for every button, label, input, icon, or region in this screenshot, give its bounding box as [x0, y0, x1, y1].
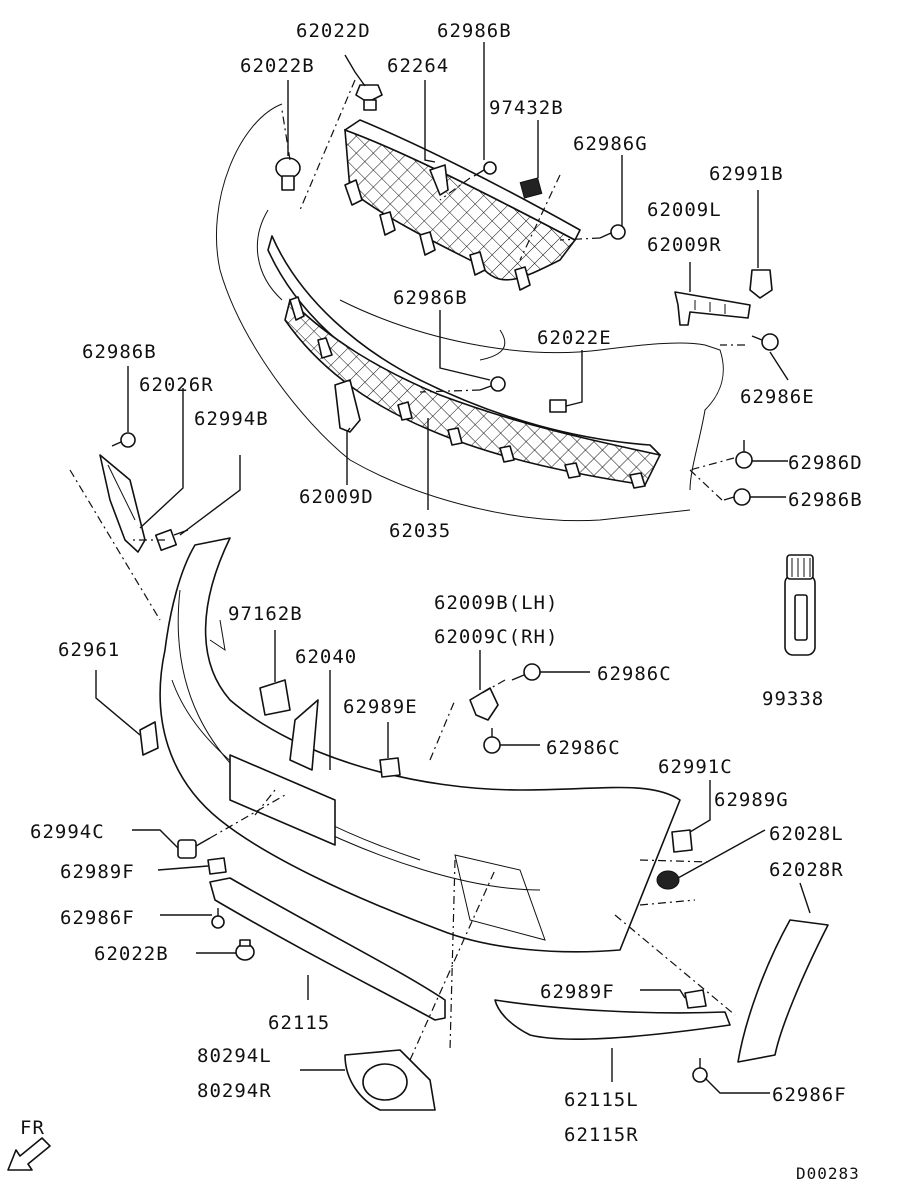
bracket-62009lr	[674, 291, 751, 326]
pad-62989f-left	[207, 857, 227, 875]
label-62022b-top: 62022B	[240, 55, 315, 77]
lower-grille	[267, 235, 662, 489]
label-62991b: 62991B	[709, 163, 784, 185]
nut-97432b	[519, 177, 543, 199]
side-panel-62028lr	[737, 919, 829, 1063]
screw-62986f-right	[692, 1058, 708, 1083]
label-62115: 62115	[268, 1012, 330, 1034]
label-62022e: 62022E	[537, 327, 612, 349]
bracket-62009bc	[469, 687, 499, 721]
label-62035: 62035	[389, 520, 451, 542]
clip-62022b-top	[275, 157, 301, 191]
label-62989f-right: 62989F	[540, 981, 615, 1003]
label-97162b: 97162B	[228, 603, 303, 625]
label-62009b-lh: 62009B(LH)	[434, 592, 558, 614]
label-62115l: 62115L	[564, 1089, 639, 1111]
screw-62986c-2	[483, 728, 501, 754]
label-62986d: 62986D	[788, 452, 863, 474]
label-62026r: 62026R	[139, 374, 214, 396]
side-bracket-62026r	[99, 454, 146, 553]
screw-62986d	[735, 440, 753, 469]
label-62022b-bottom: 62022B	[94, 943, 169, 965]
upper-body-outline	[216, 103, 724, 522]
label-62986c-1: 62986C	[597, 663, 672, 685]
label-fr: FR	[20, 1117, 45, 1139]
clip-62022d	[355, 84, 383, 111]
screw-62986g	[599, 224, 626, 240]
bolt-62994c	[177, 837, 211, 859]
screw-62986c-1	[511, 663, 541, 681]
label-99338: 99338	[762, 688, 824, 710]
label-62994c: 62994C	[30, 821, 105, 843]
bolt-62994b	[154, 528, 189, 552]
arrow-down-left-icon	[7, 1137, 51, 1171]
strip-62115lr	[494, 999, 731, 1040]
label-62989g: 62989G	[714, 789, 789, 811]
clip-62991c	[671, 829, 693, 853]
bumper-62040	[159, 537, 681, 953]
cap-62961	[139, 721, 159, 756]
label-62991c: 62991C	[658, 756, 733, 778]
label-62028l: 62028L	[769, 823, 844, 845]
strip-62115	[209, 877, 446, 1021]
label-62264: 62264	[387, 55, 449, 77]
clip-62022b-bottom	[235, 939, 255, 961]
label-62989f-left: 62989F	[60, 861, 135, 883]
screw-62986b-right	[723, 488, 751, 506]
part-labels: 62022D 62986B 62022B 62264 97432B 62986G…	[20, 20, 863, 1183]
screw-62986e	[751, 333, 779, 351]
pad-62989e	[379, 757, 401, 778]
sealant-tube-99338	[784, 554, 816, 656]
label-62009l: 62009L	[647, 199, 722, 221]
label-97432b: 97432B	[489, 97, 564, 119]
label-62961: 62961	[58, 639, 120, 661]
label-62986c-2: 62986C	[546, 737, 621, 759]
screw-62986b-mid	[479, 376, 506, 392]
fog-cover-80294lr	[344, 1049, 436, 1111]
label-62009r: 62009R	[647, 234, 722, 256]
label-62009d: 62009D	[299, 486, 374, 508]
screw-62986b-left	[111, 432, 136, 448]
label-80294r: 80294R	[197, 1080, 272, 1102]
clip-62022e	[549, 399, 567, 413]
label-62986b-top: 62986B	[437, 20, 512, 42]
label-62986e: 62986E	[740, 386, 815, 408]
label-62986b-left: 62986B	[82, 341, 157, 363]
label-62986f-left: 62986F	[60, 907, 135, 929]
screw-62986f-left	[211, 908, 225, 929]
upper-grille	[344, 119, 581, 291]
assembly-guides	[69, 79, 745, 1061]
nut-62989g	[656, 870, 680, 890]
label-62009c-rh: 62009C(RH)	[434, 626, 558, 648]
label-62040: 62040	[295, 646, 357, 668]
label-80294l: 80294L	[197, 1045, 272, 1067]
clip-62991b	[749, 269, 773, 299]
label-62028r: 62028R	[769, 859, 844, 881]
label-62986b-right: 62986B	[788, 489, 863, 511]
screw-62986b-top	[473, 161, 497, 177]
label-62022d: 62022D	[296, 20, 371, 42]
label-62994b: 62994B	[194, 408, 269, 430]
label-diagram-code: D00283	[796, 1164, 860, 1183]
label-62986f-right: 62986F	[772, 1084, 847, 1106]
label-62989e: 62989E	[343, 696, 418, 718]
label-62986g: 62986G	[573, 133, 648, 155]
label-62115r: 62115R	[564, 1124, 639, 1146]
pad-62989f-right	[684, 989, 707, 1009]
label-62986b-mid: 62986B	[393, 287, 468, 309]
bracket-62009d	[334, 379, 361, 433]
leader-lines	[95, 42, 811, 1094]
emblem-97162b	[259, 679, 291, 716]
